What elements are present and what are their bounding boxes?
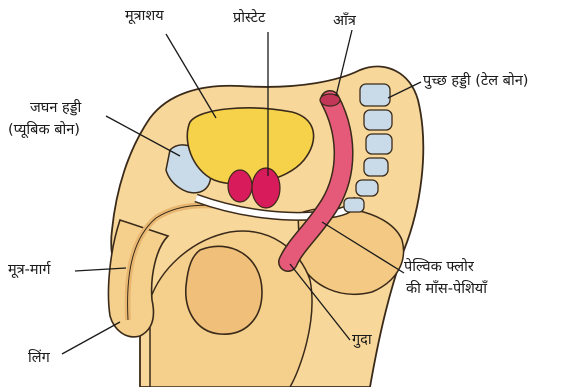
prostate-right [252, 168, 280, 208]
scrotum [186, 246, 262, 334]
intestine-opening [320, 94, 340, 106]
label-penis: लिंग [28, 350, 50, 367]
label-pubic-bone-line2: (प्यूबिक बोन) [8, 122, 80, 139]
label-pelvic-floor-line2: की माँस-पेशियाँ [406, 281, 487, 298]
label-coccyx: पुच्छ हड्डी (टेल बोन) [423, 73, 528, 90]
label-pelvic-floor-line1: पेल्विक फ्लोर [404, 259, 474, 276]
label-urethra: मूत्र-मार्ग [8, 262, 51, 279]
label-anus: गुदा [352, 332, 372, 349]
prostate-left [228, 170, 252, 202]
label-pubic-bone-line1: जघन हड्डी [30, 100, 81, 117]
label-intestine: आँत्र [333, 13, 356, 30]
label-prostate: प्रोस्टेट [233, 10, 265, 27]
label-bladder: मूत्राशय [125, 8, 164, 25]
